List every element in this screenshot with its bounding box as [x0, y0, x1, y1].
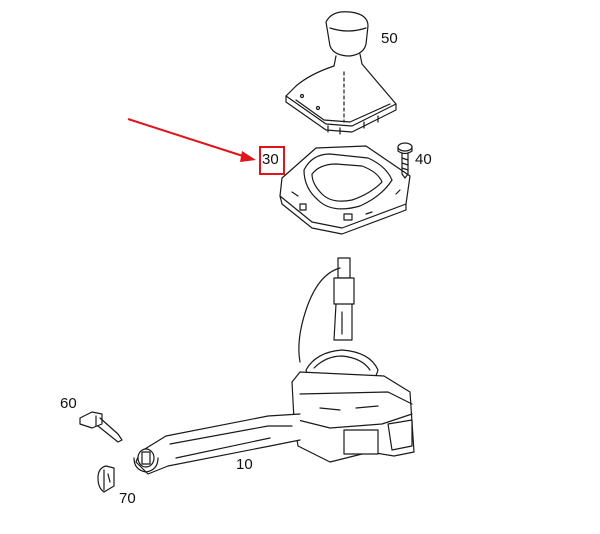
label-part-40: 40 [415, 151, 432, 168]
label-part-30: 30 [262, 151, 279, 168]
highlight-box [259, 146, 285, 175]
pointer-arrow [127, 118, 256, 162]
retaining-clip [97, 465, 115, 493]
locking-pin [79, 411, 123, 443]
label-part-70: 70 [119, 490, 136, 507]
gear-shifter-assembly [133, 257, 415, 475]
label-part-60: 60 [60, 395, 77, 412]
screw [397, 142, 413, 179]
label-part-50: 50 [381, 30, 398, 47]
shift-knob-boot [285, 11, 397, 135]
trim-frame [279, 145, 411, 235]
label-part-10: 10 [236, 456, 253, 473]
